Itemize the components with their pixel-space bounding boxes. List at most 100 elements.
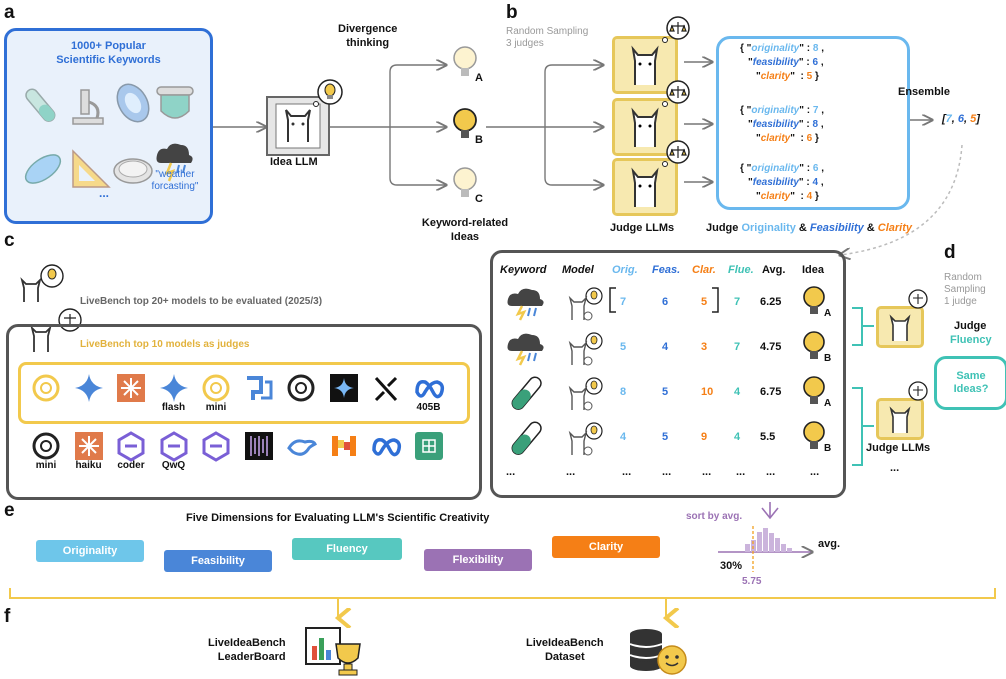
table-ellipsis: ... [702, 466, 712, 478]
col-clar: Clar. [692, 264, 716, 276]
openai-knot-icon [26, 430, 66, 462]
hist-pct-label: 30% [720, 560, 743, 572]
judge-box-2 [612, 98, 678, 156]
qwen-icon [154, 430, 194, 462]
llama-model-icon [566, 331, 606, 367]
panel-label-b: b [506, 2, 518, 23]
col-model: Model [562, 264, 594, 276]
d-fluency-label: Fluency [950, 334, 992, 346]
cell-orig: 5 [620, 341, 627, 353]
scales-bubble-icon [908, 381, 928, 401]
score-block-1: { "originality" : 8 , "feasibility" : 6 … [740, 43, 824, 82]
dimension-clarity: Clarity [552, 536, 660, 558]
llama-bulb-icon [20, 264, 64, 302]
keywords-ellipsis: ... [99, 186, 110, 200]
llama-model-icon [566, 421, 606, 457]
leaderboard-trophy-icon [305, 627, 361, 676]
bulb-icon [802, 284, 838, 324]
table-ellipsis: ... [622, 466, 632, 478]
dimension-flexibility: Flexibility [424, 549, 532, 571]
judge-model-3: flash [154, 372, 194, 413]
cell-feas: 5 [662, 431, 669, 443]
scores-table-box [490, 250, 846, 498]
gemini-dark-icon [324, 372, 364, 404]
livebench-judges-label: LiveBench top 10 models as judges [80, 339, 250, 350]
beaker-flask-icon [156, 86, 194, 119]
storm-cloud-icon [506, 286, 546, 324]
cell-flue: 4 [734, 431, 741, 443]
cell-clar: 10 [701, 386, 714, 398]
qwen-icon [111, 430, 151, 462]
idea-llm-label: Idea LLM [270, 156, 318, 168]
dataset-line1: LiveIdeaBench [526, 637, 604, 649]
panel-label-d: d [944, 242, 956, 263]
llama-icon [631, 167, 659, 207]
col-orig: Orig. [612, 264, 638, 276]
dimension-feasibility: Feasibility [164, 550, 272, 572]
cell-idea: A [824, 308, 832, 319]
same-ideas-box: Same Ideas? [934, 356, 1006, 410]
eval-model-9 [409, 430, 449, 460]
model-label: mini [205, 402, 227, 413]
col-feas: Feas. [652, 264, 681, 276]
storm-cloud-icon [506, 331, 546, 369]
arrow-to-idea-a [389, 65, 446, 127]
qwen-icon [196, 430, 236, 462]
judge-model-9: 405B [409, 372, 449, 413]
openai-flower-icon [196, 372, 236, 404]
gemini-star-icon [154, 372, 194, 404]
same-ideas-line1: Same [956, 370, 986, 382]
score-block-3: { "originality" : 6 , "feasibility" : 4 … [740, 163, 824, 202]
judge-dimensions-caption: Judge Originality & Feasibility & Clarit… [706, 222, 913, 234]
hist-avg-label: avg. [818, 538, 841, 550]
col-keyword: Keyword [500, 264, 547, 276]
panel-label-f: f [4, 606, 11, 627]
scales-bubble-icon [908, 289, 928, 309]
idea-a-label: A [475, 72, 483, 84]
score-block-2: { "originality" : 7 , "feasibility" : 8 … [740, 105, 824, 144]
idea-c-label: C [475, 193, 483, 205]
openai-flower-icon [26, 372, 66, 404]
bulb-icon [802, 329, 838, 369]
col-flue: Flue. [728, 264, 754, 276]
keywords-title-line2: Scientific Keywords [56, 54, 161, 66]
judge-models-row: flash mini 405B [26, 372, 466, 422]
openai-knot-icon [281, 372, 321, 404]
llama-model-icon [566, 286, 606, 322]
cell-feas: 5 [662, 386, 669, 398]
cell-clar: 3 [701, 341, 708, 353]
cell-flue: 4 [734, 386, 741, 398]
scores-box [716, 36, 910, 210]
eval-model-4 [196, 430, 236, 462]
table-ellipsis: ... [662, 466, 672, 478]
judge-model-2 [111, 372, 151, 402]
ensemble-label: Ensemble [898, 86, 950, 98]
judge-box-3 [612, 158, 678, 216]
set-square-icon [72, 149, 111, 188]
cell-avg: 6.75 [760, 386, 782, 398]
test-tube-icon [25, 88, 56, 122]
panel-label-e: e [4, 500, 15, 521]
cell-flue: 7 [734, 341, 741, 353]
hist-threshold-label: 5.75 [742, 576, 762, 587]
eval-model-5 [239, 430, 279, 460]
cell-orig: 7 [620, 296, 627, 308]
ideas-caption-line2: Ideas [450, 231, 480, 243]
cell-orig: 8 [620, 386, 627, 398]
sampling-label-line1: Random Sampling [506, 26, 589, 37]
gemma-icon [239, 430, 279, 462]
example-keyword-line2: forcasting" [151, 181, 199, 192]
d-sampling-line2: Sampling [944, 284, 986, 295]
bacteria-icon [24, 154, 62, 184]
test-tube-icon [506, 421, 546, 459]
ideas-caption-line1: Keyword-related [421, 217, 509, 229]
petri-dish-icon [113, 158, 153, 184]
cell-feas: 6 [662, 296, 669, 308]
eval-model-7 [324, 430, 364, 460]
cell-orig: 4 [620, 431, 627, 443]
same-judge-box [876, 398, 924, 440]
bulb-icon [802, 374, 838, 414]
judge-model-0 [26, 372, 66, 402]
llama-icon [631, 45, 659, 85]
